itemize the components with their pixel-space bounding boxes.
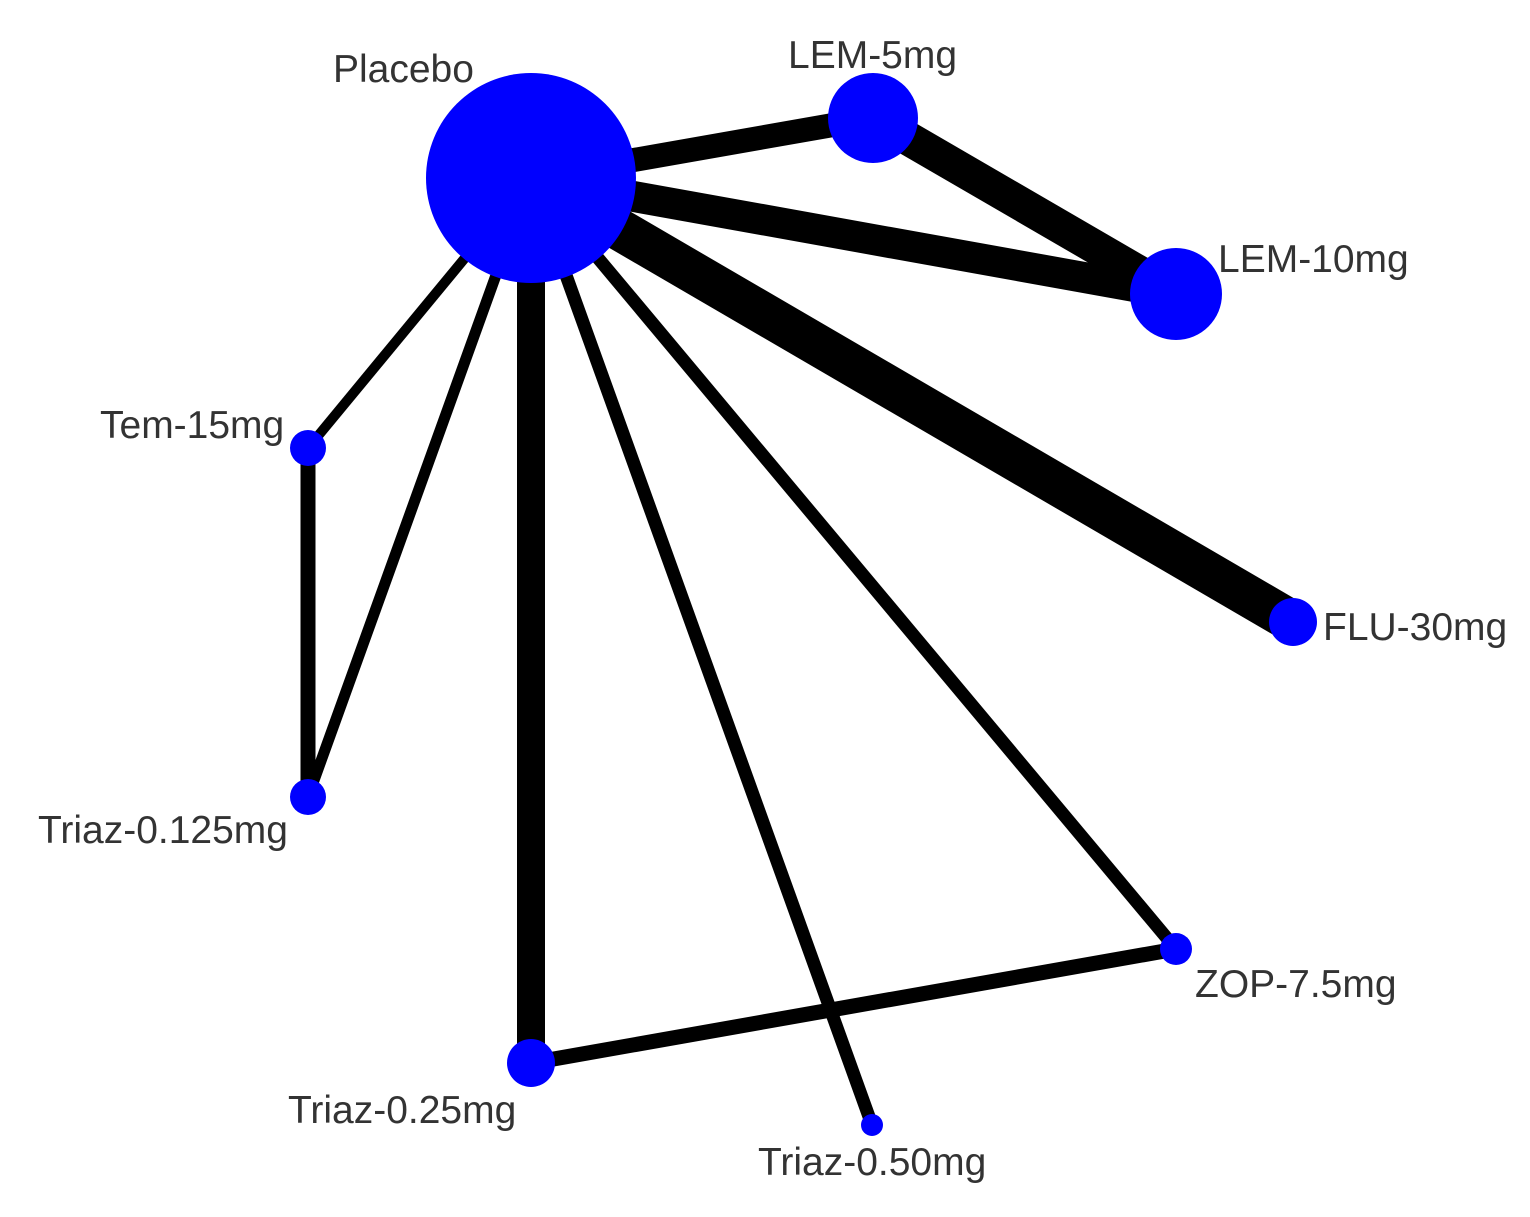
- node-lem-5mg: [828, 73, 918, 163]
- edge-placebo--flu-30mg: [520, 159, 1304, 641]
- node-label-zop-7-5mg: ZOP-7.5mg: [1195, 963, 1397, 1006]
- node-label-triaz-0-50mg: Triaz-0.50mg: [758, 1141, 986, 1184]
- edge-placebo--triaz-0-50mg: [524, 175, 879, 1128]
- node-tem-15mg: [290, 430, 326, 466]
- edge-lem-5mg--lem-10mg: [864, 103, 1185, 309]
- edge-placebo--zop-7-5mg: [526, 173, 1181, 954]
- node-triaz-0-50mg: [861, 1114, 883, 1136]
- node-label-lem-5mg: LEM-5mg: [788, 34, 957, 77]
- node-lem-10mg: [1130, 248, 1222, 340]
- node-label-triaz-0-25mg: Triaz-0.25mg: [288, 1089, 516, 1132]
- edge-triaz-0-25mg--zop-7-5mg: [529, 941, 1178, 1071]
- node-label-lem-10mg: LEM-10mg: [1218, 238, 1409, 281]
- edges-layer: [300, 103, 1304, 1128]
- node-triaz-0-25mg: [507, 1039, 555, 1087]
- node-placebo: [426, 73, 636, 283]
- edge-placebo--triaz-0-125mg: [302, 176, 537, 799]
- node-triaz-0-125mg: [290, 779, 326, 815]
- node-label-triaz-0-125mg: Triaz-0.125mg: [38, 809, 288, 852]
- node-label-tem-15mg: Tem-15mg: [100, 404, 284, 447]
- nodes-layer: [290, 73, 1317, 1136]
- node-label-placebo: Placebo: [333, 48, 474, 91]
- node-label-flu-30mg: FLU-30mg: [1323, 606, 1507, 649]
- node-zop-7-5mg: [1160, 933, 1192, 965]
- edge-placebo--lem-10mg: [528, 162, 1179, 310]
- node-flu-30mg: [1269, 598, 1317, 646]
